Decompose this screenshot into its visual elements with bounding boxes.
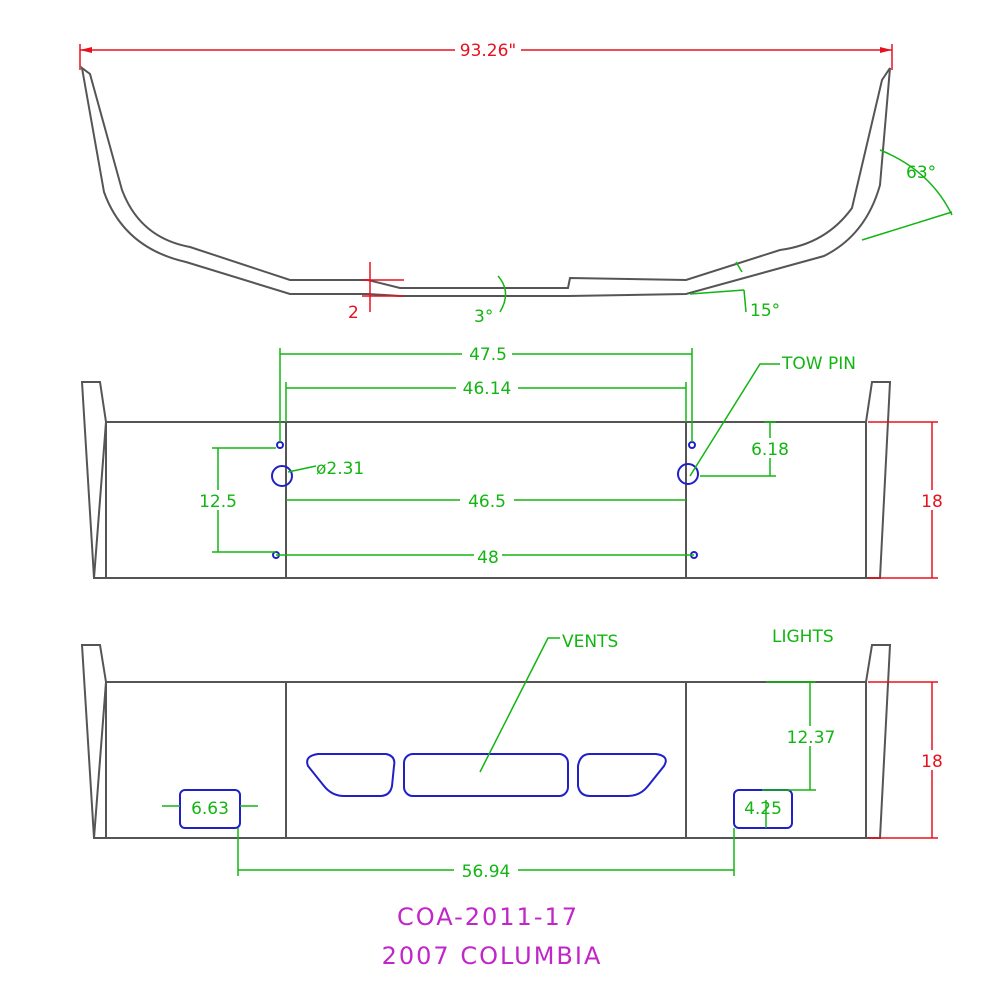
top-view: 93.26" 2 3° 63° 15° [79,40,953,327]
hole-spacing-label: 12.5 [199,492,237,512]
lights-label: LIGHTS [772,627,834,647]
vent-left [306,753,396,797]
light-span-label-bg [454,860,518,880]
mount-hole-upper-left [276,441,284,449]
width-label-bg [455,40,521,60]
outer-hole-span-label: 47.5 [469,345,507,365]
tow-pin-drop-label: 6.18 [751,440,789,460]
front-height-label: 18 [921,492,943,512]
lower-hole-label-bg [474,546,502,566]
width-label: 93.26" [460,41,517,61]
wing-angle-line [689,289,745,295]
model-name: 2007 COLUMBIA [382,942,603,970]
tow-pin-hole-right [677,463,699,485]
rear-height-label-bg [918,750,946,770]
wing-angle-label: 15° [750,301,780,321]
title-block: COA-2011-17 2007 COLUMBIA [382,903,603,970]
light-span-label: 56.94 [462,862,511,882]
tow-pin-leader [689,363,780,477]
vent-center [403,753,569,797]
lights-drop-label-bg [784,726,838,746]
hole-spacing-label-bg [196,490,240,510]
wing-angle-tick [735,261,743,273]
vents-leader [479,637,560,773]
rear-left-end-edge [93,681,107,839]
step-label: 2 [348,303,359,323]
vent-right [577,753,667,797]
center-angle-label: 3° [474,307,493,327]
end-angle-line [861,211,953,241]
end-angle-label: 63° [906,163,936,183]
left-light-width-label: 6.63 [191,799,229,819]
wing-angle-leader [743,289,747,313]
diameter-leader [287,465,317,473]
end-angle-arc [879,149,953,216]
tow-pin-span-label-bg [460,490,514,510]
tow-pin-span-label: 46.5 [468,492,506,512]
right-light-height-label: 4.25 [744,799,782,819]
rear-view: VENTS LIGHTS 12.37 6.63 4.25 56.94 18 [80,627,946,882]
front-outline [80,381,892,579]
mount-hole-upper-right [688,441,696,449]
tow-pin-label: TOW PIN [781,354,856,374]
lower-hole-span-label: 48 [477,548,499,568]
part-number: COA-2011-17 [397,903,579,931]
width-arrow-left [80,47,92,53]
tow-pin-diameter-label: ø2.31 [316,459,364,479]
light-left [179,789,241,829]
tow-pin-drop-label-bg [748,438,792,458]
inner-hole-span-label: 46.14 [463,379,512,399]
lights-drop-label: 12.37 [787,728,836,748]
front-view: 47.5 46.14 46.5 48 12.5 ø2.31 TOW PIN 6. [80,343,946,579]
width-arrow-right [880,47,892,53]
rear-height-label: 18 [921,752,943,772]
bumper-top-outline [80,65,891,297]
front-left-end-edge [93,421,107,579]
vents-label: VENTS [562,632,618,652]
rear-outline [80,644,892,839]
center-angle-arc [497,275,507,313]
front-height-label-bg [918,490,946,510]
outer-hole-label-bg [462,343,512,363]
inner-hole-label-bg [456,378,518,398]
tow-pin-hole-left [271,465,293,487]
